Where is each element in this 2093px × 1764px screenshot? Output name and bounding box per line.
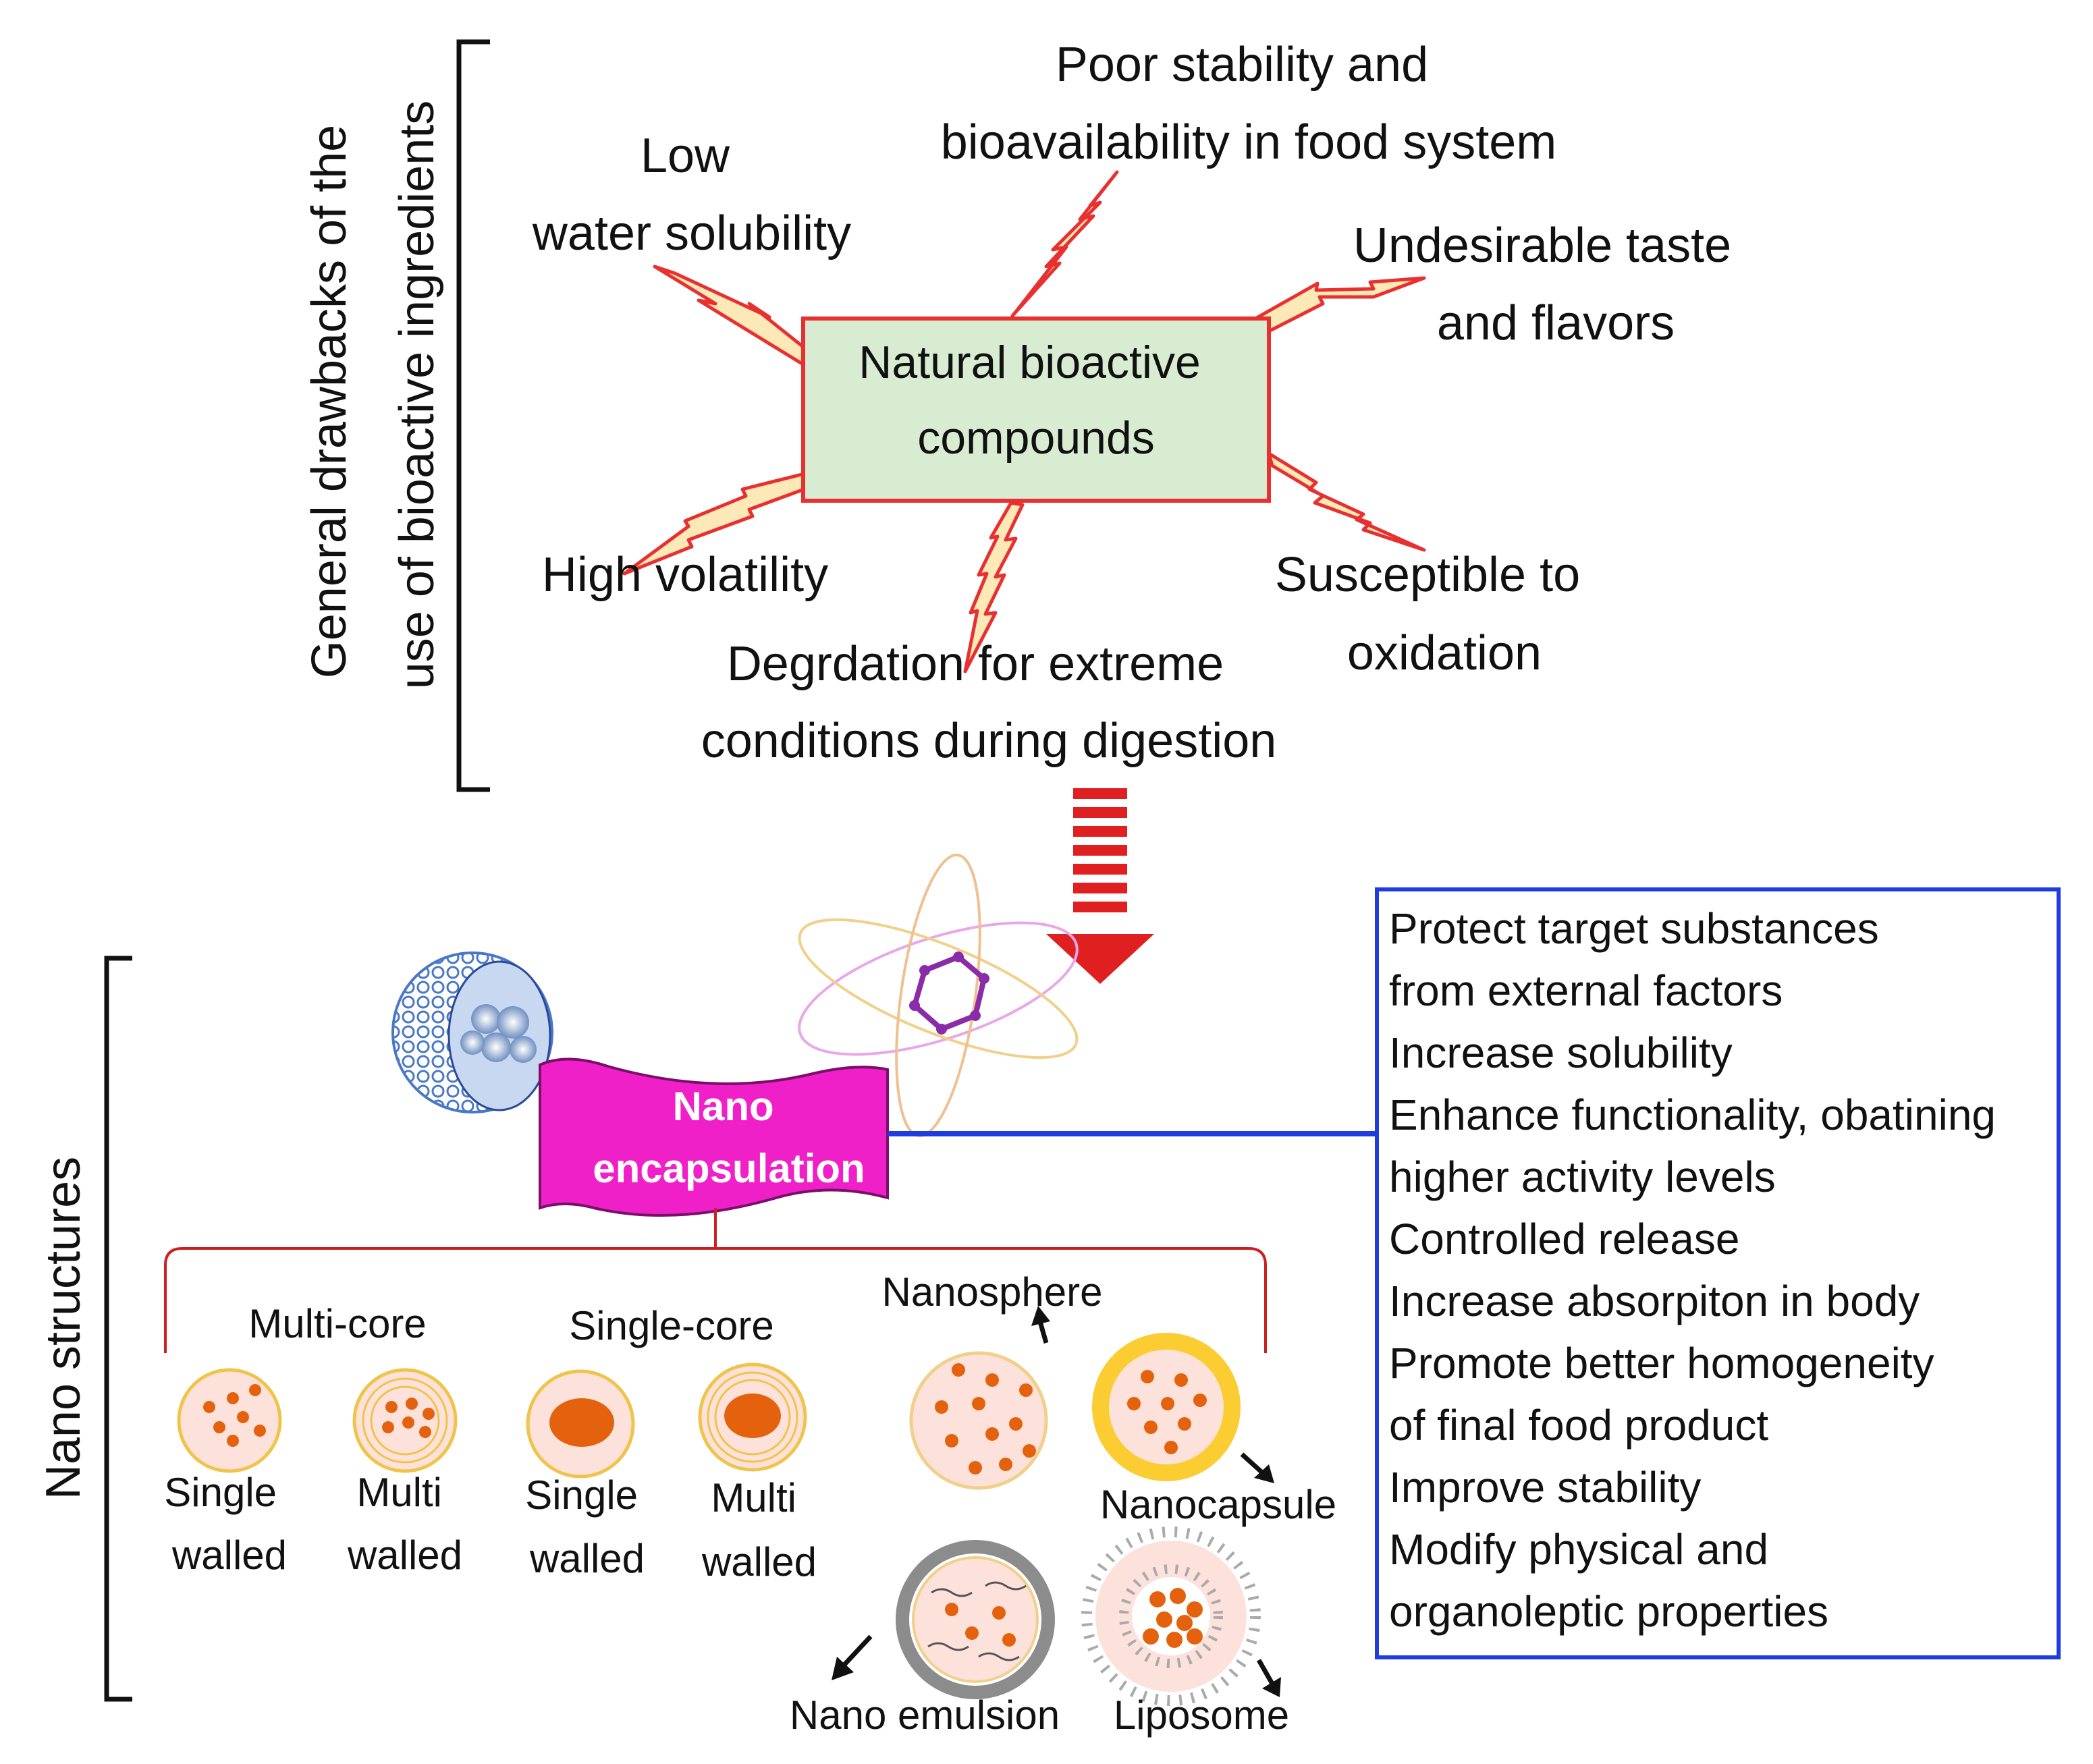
label-nano-emulsion: Nano emulsion — [790, 1692, 1060, 1738]
nano-emulsion-arrow — [840, 1634, 873, 1669]
drawback-taste-line2: and flavors — [1437, 296, 1675, 350]
bolt-volatility — [622, 470, 815, 576]
striped-down-arrow — [1046, 788, 1154, 984]
wall-label-4: Multi walled — [701, 1475, 817, 1584]
bolt-degradation — [963, 501, 1025, 673]
label-multi-core: Multi-core — [248, 1301, 426, 1346]
molecule-orbit-icon — [798, 853, 1079, 1138]
nano-structures-bracket — [104, 956, 132, 1702]
drawbacks-bracket — [456, 39, 490, 792]
nanocapsule-arrowhead — [1254, 1464, 1274, 1483]
nano-encapsulation-label: Nano encapsulation — [593, 1084, 865, 1191]
drawback-low-solubility: Low water solubility — [532, 129, 851, 260]
benefit-line-1: Protect target substances — [1389, 904, 1879, 953]
drawbacks-side-label-line1: General drawbacks of the — [302, 125, 356, 678]
benefit-line-6: Controlled release — [1389, 1215, 1739, 1263]
drawback-degradation-line2: conditions during digestion — [701, 714, 1277, 768]
wall-label-1: Single walled — [164, 1470, 288, 1578]
drawbacks-side-label: General drawbacks of the use of bioactiv… — [302, 101, 444, 690]
drawback-poor-stability-line2: bioavailability in food system — [941, 115, 1556, 169]
wall-label-4-line1: Multi — [711, 1475, 796, 1520]
drawback-poor-stability: Poor stability and bioavailability in fo… — [941, 38, 1556, 169]
benefit-line-9: of final food product — [1389, 1401, 1768, 1450]
drawback-low-solubility-line2: water solubility — [532, 206, 851, 260]
drawback-degradation-line1: Degrdation for extreme — [727, 637, 1224, 691]
wall-label-2: Multi walled — [347, 1470, 462, 1578]
drawback-volatility: High volatility — [542, 548, 828, 602]
benefit-line-11: Modify physical and — [1389, 1525, 1768, 1574]
benefit-line-7: Increase absorpiton in body — [1389, 1277, 1920, 1325]
liposome-arrow — [1256, 1659, 1275, 1685]
drawback-oxidation-line1: Susceptible to — [1275, 548, 1580, 602]
benefit-line-12: organoleptic properties — [1389, 1587, 1828, 1636]
nano-banner-line1: Nano — [673, 1084, 774, 1129]
wall-label-3: Single walled — [525, 1472, 649, 1581]
nanocapsule-particle — [1092, 1333, 1241, 1481]
label-nanocapsule: Nanocapsule — [1100, 1482, 1336, 1527]
drawbacks-side-label-line2: use of bioactive ingredients — [390, 101, 444, 690]
benefits-list: Protect target substances from external … — [1389, 904, 2008, 1636]
drawback-poor-stability-line1: Poor stability and — [1056, 38, 1428, 92]
benefit-line-3: Increase solubility — [1389, 1028, 1733, 1077]
label-single-core: Single-core — [569, 1303, 774, 1348]
drawback-oxidation-line2: oxidation — [1347, 626, 1542, 680]
nano-encapsulation-banner — [539, 1057, 889, 1217]
drawback-oxidation: Susceptible to oxidation — [1275, 548, 1594, 680]
micelle-sphere-icon — [391, 952, 553, 1113]
bolt-low-solubility — [653, 265, 812, 366]
drawback-degradation: Degrdation for extreme conditions during… — [701, 637, 1277, 768]
wall-label-1-line1: Single — [164, 1470, 277, 1515]
wall-label-2-line2: walled — [347, 1533, 462, 1578]
wall-label-3-line1: Single — [525, 1472, 638, 1518]
liposome-arrowhead — [1262, 1677, 1281, 1697]
bolt-oxidation — [1267, 451, 1426, 552]
center-box — [801, 316, 1271, 503]
wall-label-2-line1: Multi — [356, 1470, 442, 1515]
nanocapsule-arrow — [1240, 1452, 1264, 1474]
nano-emulsion-arrowhead — [832, 1657, 854, 1680]
center-box-label: Natural bioactive compounds — [859, 337, 1213, 464]
bolt-poor-stability — [1010, 170, 1119, 318]
benefit-line-10: Improve stability — [1389, 1463, 1701, 1512]
benefit-line-8: Promote better homogeneity — [1389, 1339, 1934, 1387]
wall-label-1-line2: walled — [171, 1533, 287, 1578]
nano-structures-side-label: Nano structures — [36, 1157, 90, 1499]
capsule-singlecore-single-walled — [526, 1369, 635, 1479]
label-nanosphere: Nanosphere — [882, 1269, 1103, 1315]
wall-label-4-line2: walled — [701, 1539, 817, 1584]
capsule-multicore-single-walled — [177, 1368, 282, 1473]
drawback-taste: Undesirable taste and flavors — [1353, 219, 1745, 350]
wall-label-3-line2: walled — [529, 1536, 645, 1581]
benefits-box — [1375, 887, 2061, 1659]
tree-branch — [164, 1247, 1267, 1353]
bolt-taste — [1244, 276, 1426, 339]
drawback-low-solubility-line1: Low — [641, 129, 730, 183]
benefit-line-4: Enhance functionality, obatining — [1389, 1091, 1996, 1139]
nanosphere-particle — [909, 1351, 1048, 1490]
nano-emulsion-particle — [896, 1540, 1055, 1699]
center-label-line1: Natural bioactive — [859, 337, 1200, 388]
benefit-line-2: from external factors — [1389, 966, 1783, 1015]
liposome-particle — [1081, 1526, 1261, 1706]
capsule-singlecore-multi-walled — [698, 1362, 807, 1472]
drawback-taste-line1: Undesirable taste — [1353, 219, 1731, 273]
benefit-line-5: higher activity levels — [1389, 1153, 1776, 1201]
label-liposome: Liposome — [1114, 1692, 1289, 1738]
nanosphere-arrowhead — [1031, 1306, 1050, 1326]
capsule-multicore-multi-walled — [352, 1368, 458, 1473]
center-label-line2: compounds — [917, 412, 1155, 464]
drawback-volatility-line1: High volatility — [542, 548, 828, 602]
nano-banner-line2: encapsulation — [593, 1146, 865, 1191]
